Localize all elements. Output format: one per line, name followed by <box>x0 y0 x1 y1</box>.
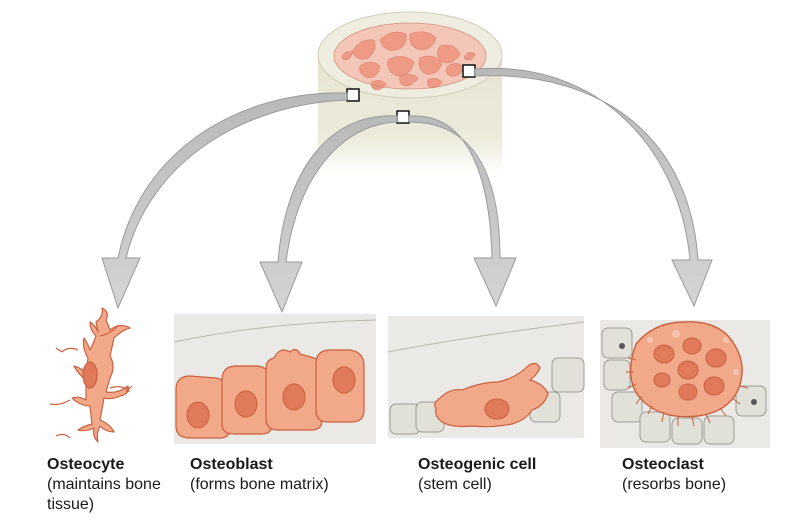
spongy-bone-marrow <box>341 31 476 91</box>
osteocyte-nucleus <box>82 361 98 389</box>
cell-name-osteogenic: Osteogenic cell <box>418 456 537 473</box>
arrow-to-osteogenic <box>408 115 517 308</box>
caption-osteogenic-cell: Osteogenic cell (stem cell) <box>418 455 588 495</box>
sample-square-osteocyte <box>346 88 360 102</box>
cell-name-osteocyte: Osteocyte <box>47 456 125 473</box>
caption-osteoblast: Osteoblast (forms bone matrix) <box>190 455 380 495</box>
arrow-to-osteocyte <box>101 92 348 310</box>
cell-description-osteogenic: (stem cell) <box>418 476 492 493</box>
cell-description-osteocyte: (maintains bone tissue) <box>47 476 161 513</box>
cell-description-osteoclast: (resorbs bone) <box>622 476 727 493</box>
caption-osteocyte: Osteocyte (maintains bone tissue) <box>47 455 177 515</box>
osteocyte-illustration <box>49 307 133 443</box>
cell-name-osteoclast: Osteoclast <box>622 456 704 473</box>
arrows <box>101 67 713 314</box>
arrow-to-osteoclast <box>474 67 713 308</box>
cell-description-osteoblast: (forms bone matrix) <box>190 476 329 493</box>
bone-cross-section <box>317 11 503 175</box>
sample-square-osteoclast <box>462 64 476 78</box>
osteoblast-illustration <box>173 314 377 444</box>
caption-osteoclast: Osteoclast (resorbs bone) <box>622 455 772 495</box>
cell-name-osteoblast: Osteoblast <box>190 456 273 473</box>
osteogenic-cell-illustration <box>387 316 585 438</box>
sample-square-center <box>396 110 410 124</box>
osteoclast-illustration <box>600 320 770 448</box>
arrow-to-osteoblast <box>259 115 398 314</box>
